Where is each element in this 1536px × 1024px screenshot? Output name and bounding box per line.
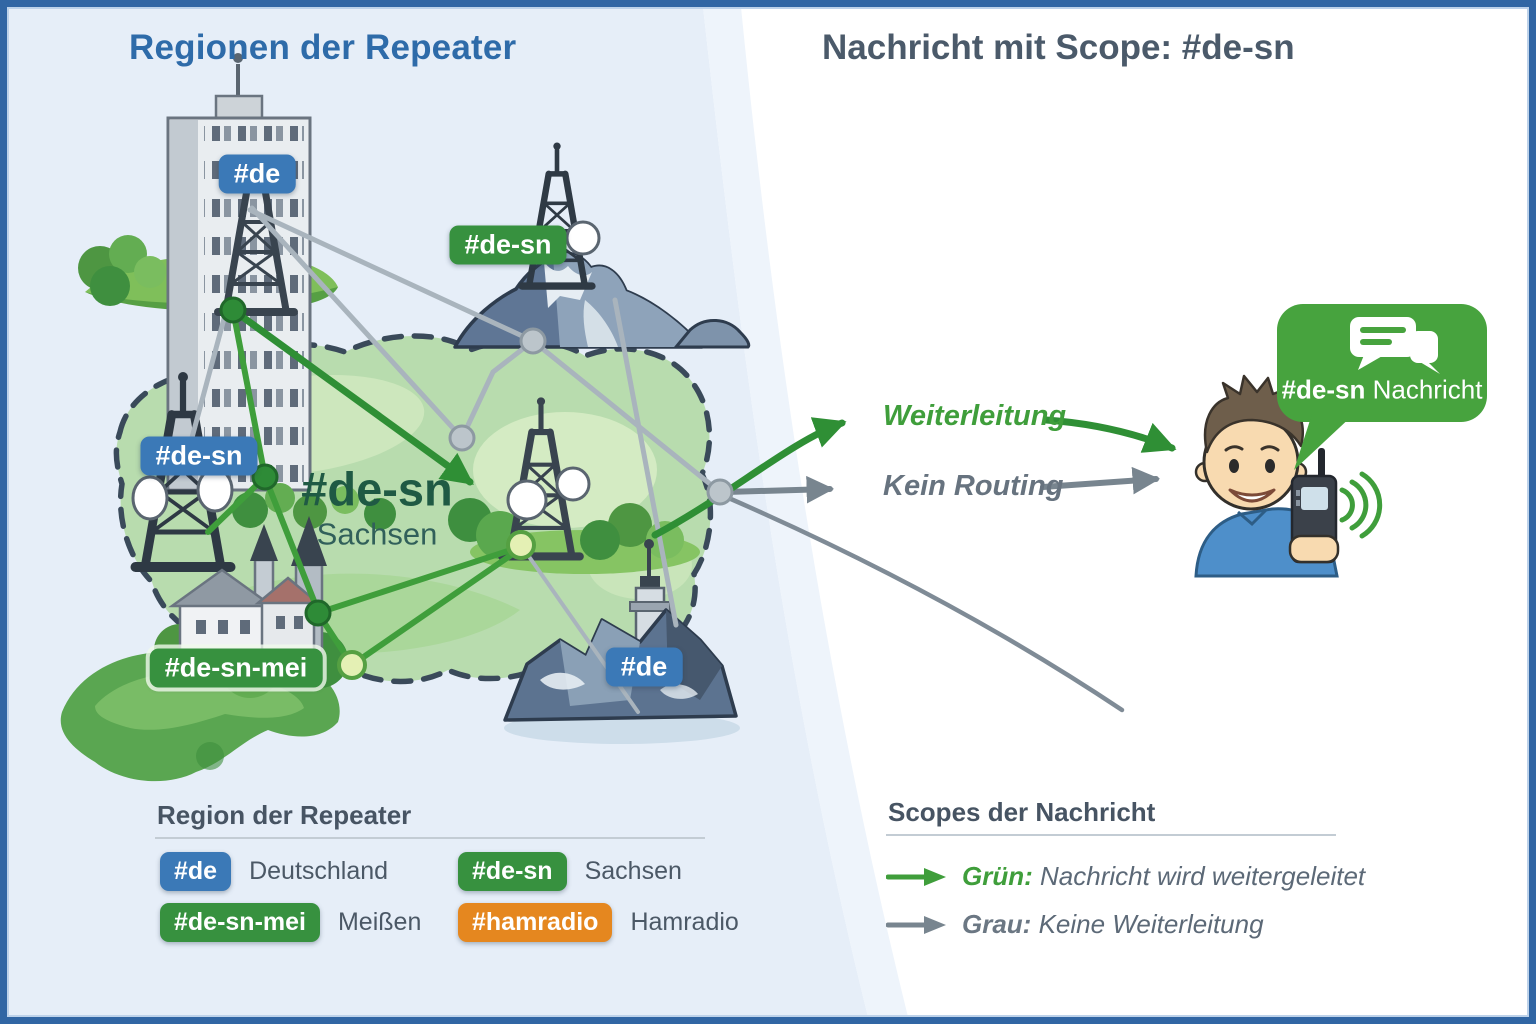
- legend-item-desnmei: #de-sn-mei Meißen: [160, 903, 421, 942]
- gray-arrow-icon: [886, 915, 946, 934]
- bubble-label: Nachricht: [1372, 374, 1483, 405]
- region-label: #de-sn Sachsen: [301, 462, 453, 553]
- speech-bubble: [1277, 304, 1487, 470]
- left-radio-tower: [133, 372, 232, 567]
- legend-badge-desnmei: #de-sn-mei: [160, 903, 320, 942]
- legend-label-hamradio: Hamradio: [630, 908, 739, 936]
- scope-green-desc: Nachricht wird weitergeleitet: [1040, 861, 1366, 891]
- lighthouse-island: [503, 539, 740, 744]
- badge-desn-tower: #de-sn: [140, 436, 258, 476]
- legend-regions-divider: [155, 837, 705, 839]
- network-nodes: [219, 296, 734, 680]
- legend-scope-gray: Grau: Keine Weiterleitung: [886, 909, 1264, 940]
- gray-links: [187, 205, 1125, 714]
- mountain-radio-tower: [522, 143, 601, 287]
- gray-flow-arrows: [723, 466, 1161, 504]
- legend-label-desnmei: Meißen: [337, 908, 422, 936]
- badge-de-city: #de: [218, 154, 296, 194]
- legend-label-de: Deutschland: [249, 857, 389, 885]
- scope-green-key: Grün:: [962, 861, 1033, 891]
- skyscraper: [166, 53, 312, 492]
- badge-de-lighthouse: #de: [605, 647, 683, 687]
- legend-scopes-divider: [886, 834, 1336, 836]
- legend-item-de: #de Deutschland: [160, 852, 388, 891]
- mountain: [453, 251, 751, 349]
- region-tag: #de-sn: [301, 462, 453, 516]
- speech-bubble-text: #de-sn Nachricht: [1282, 375, 1483, 406]
- legend-item-hamradio: #hamradio Hamradio: [458, 903, 739, 942]
- legend-scope-green: Grün: Nachricht wird weitergeleitet: [886, 861, 1365, 892]
- chat-icon: [1350, 317, 1440, 374]
- flow-label-forward: Weiterleitung: [883, 400, 1067, 432]
- scope-gray-desc: Keine Weiterleitung: [1038, 909, 1264, 939]
- left-panel-title: Regionen der Repeater: [129, 28, 517, 67]
- right-panel-title: Nachricht mit Scope: #de-sn: [822, 28, 1295, 67]
- legend-item-desn: #de-sn Sachsen: [458, 852, 682, 891]
- legend-regions-title: Region der Repeater: [157, 800, 412, 830]
- green-flow-arrows: [229, 306, 1177, 539]
- flow-label-no-routing: Kein Routing: [883, 470, 1064, 502]
- legend-badge-desn: #de-sn: [458, 852, 567, 891]
- green-arrow-icon: [886, 867, 946, 886]
- region-name: Sachsen: [316, 516, 438, 552]
- legend-label-desn: Sachsen: [584, 857, 682, 885]
- badge-desn-mountain: #de-sn: [449, 225, 567, 265]
- legend-scopes-title: Scopes der Nachricht: [888, 797, 1156, 827]
- badge-desn-mei: #de-sn-mei: [149, 648, 323, 688]
- bubble-scope: #de-sn: [1281, 374, 1366, 405]
- person-with-radio: [1194, 374, 1383, 578]
- legend-badge-hamradio: #hamradio: [458, 903, 613, 942]
- scope-gray-key: Grau:: [962, 909, 1032, 939]
- legend-badge-de: #de: [160, 852, 232, 891]
